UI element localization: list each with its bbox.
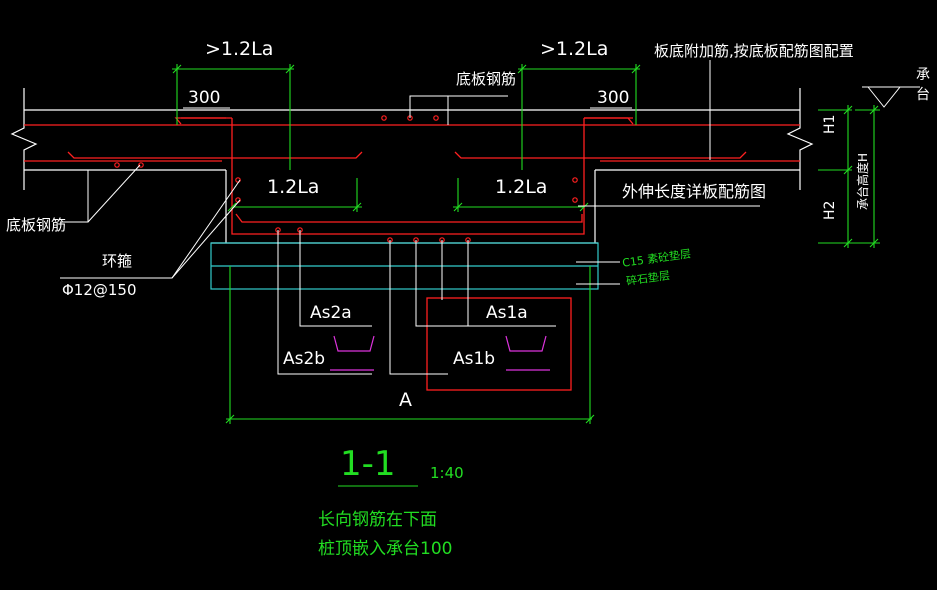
dim-a-label: A [399, 389, 412, 411]
dim-right-top: >1.2La [540, 38, 609, 60]
slab-rebar-top-label: 底板钢筋 [456, 70, 517, 88]
cap-top-label: 承台 [916, 67, 930, 103]
hook-bars [67, 117, 747, 223]
slab-outline [10, 88, 814, 244]
h1-label: H1 [822, 114, 838, 134]
dim-left-inner: 1.2La [267, 176, 320, 198]
dim-300-left: 300 [188, 88, 221, 108]
as2a-label: As2a [310, 303, 352, 323]
ring-stirrup-label: 环箍 [102, 252, 133, 270]
section-title: 1-1 [340, 444, 396, 484]
scale-label: 1:40 [430, 464, 464, 482]
dim-right-inner: 1.2La [495, 176, 548, 198]
slab-additional-label: 板底附加筋,按底板配筋图配置 [654, 42, 854, 60]
as1a-label: As1a [486, 303, 528, 323]
cap-height-label: 承台高度H [856, 152, 870, 210]
slab-rebar-left-label: 底板钢筋 [6, 216, 67, 234]
note-2: 桩顶嵌入承台100 [318, 539, 453, 559]
rebar-red [24, 117, 800, 391]
ring-spec-label: Φ12@150 [62, 281, 137, 299]
dim-300-right: 300 [597, 88, 630, 108]
h2-label: H2 [822, 200, 838, 220]
outer-extend-label: 外伸长度详板配筋图 [622, 182, 767, 201]
cushion-layers [210, 242, 599, 290]
dim-left-top: >1.2La [205, 38, 274, 60]
leader-lines [60, 60, 920, 375]
note-1: 长向钢筋在下面 [318, 510, 437, 530]
as1b-label: As1b [453, 349, 496, 369]
dimension-lines [172, 64, 880, 487]
rebar-symbols [330, 335, 550, 371]
as2b-label: As2b [283, 349, 326, 369]
